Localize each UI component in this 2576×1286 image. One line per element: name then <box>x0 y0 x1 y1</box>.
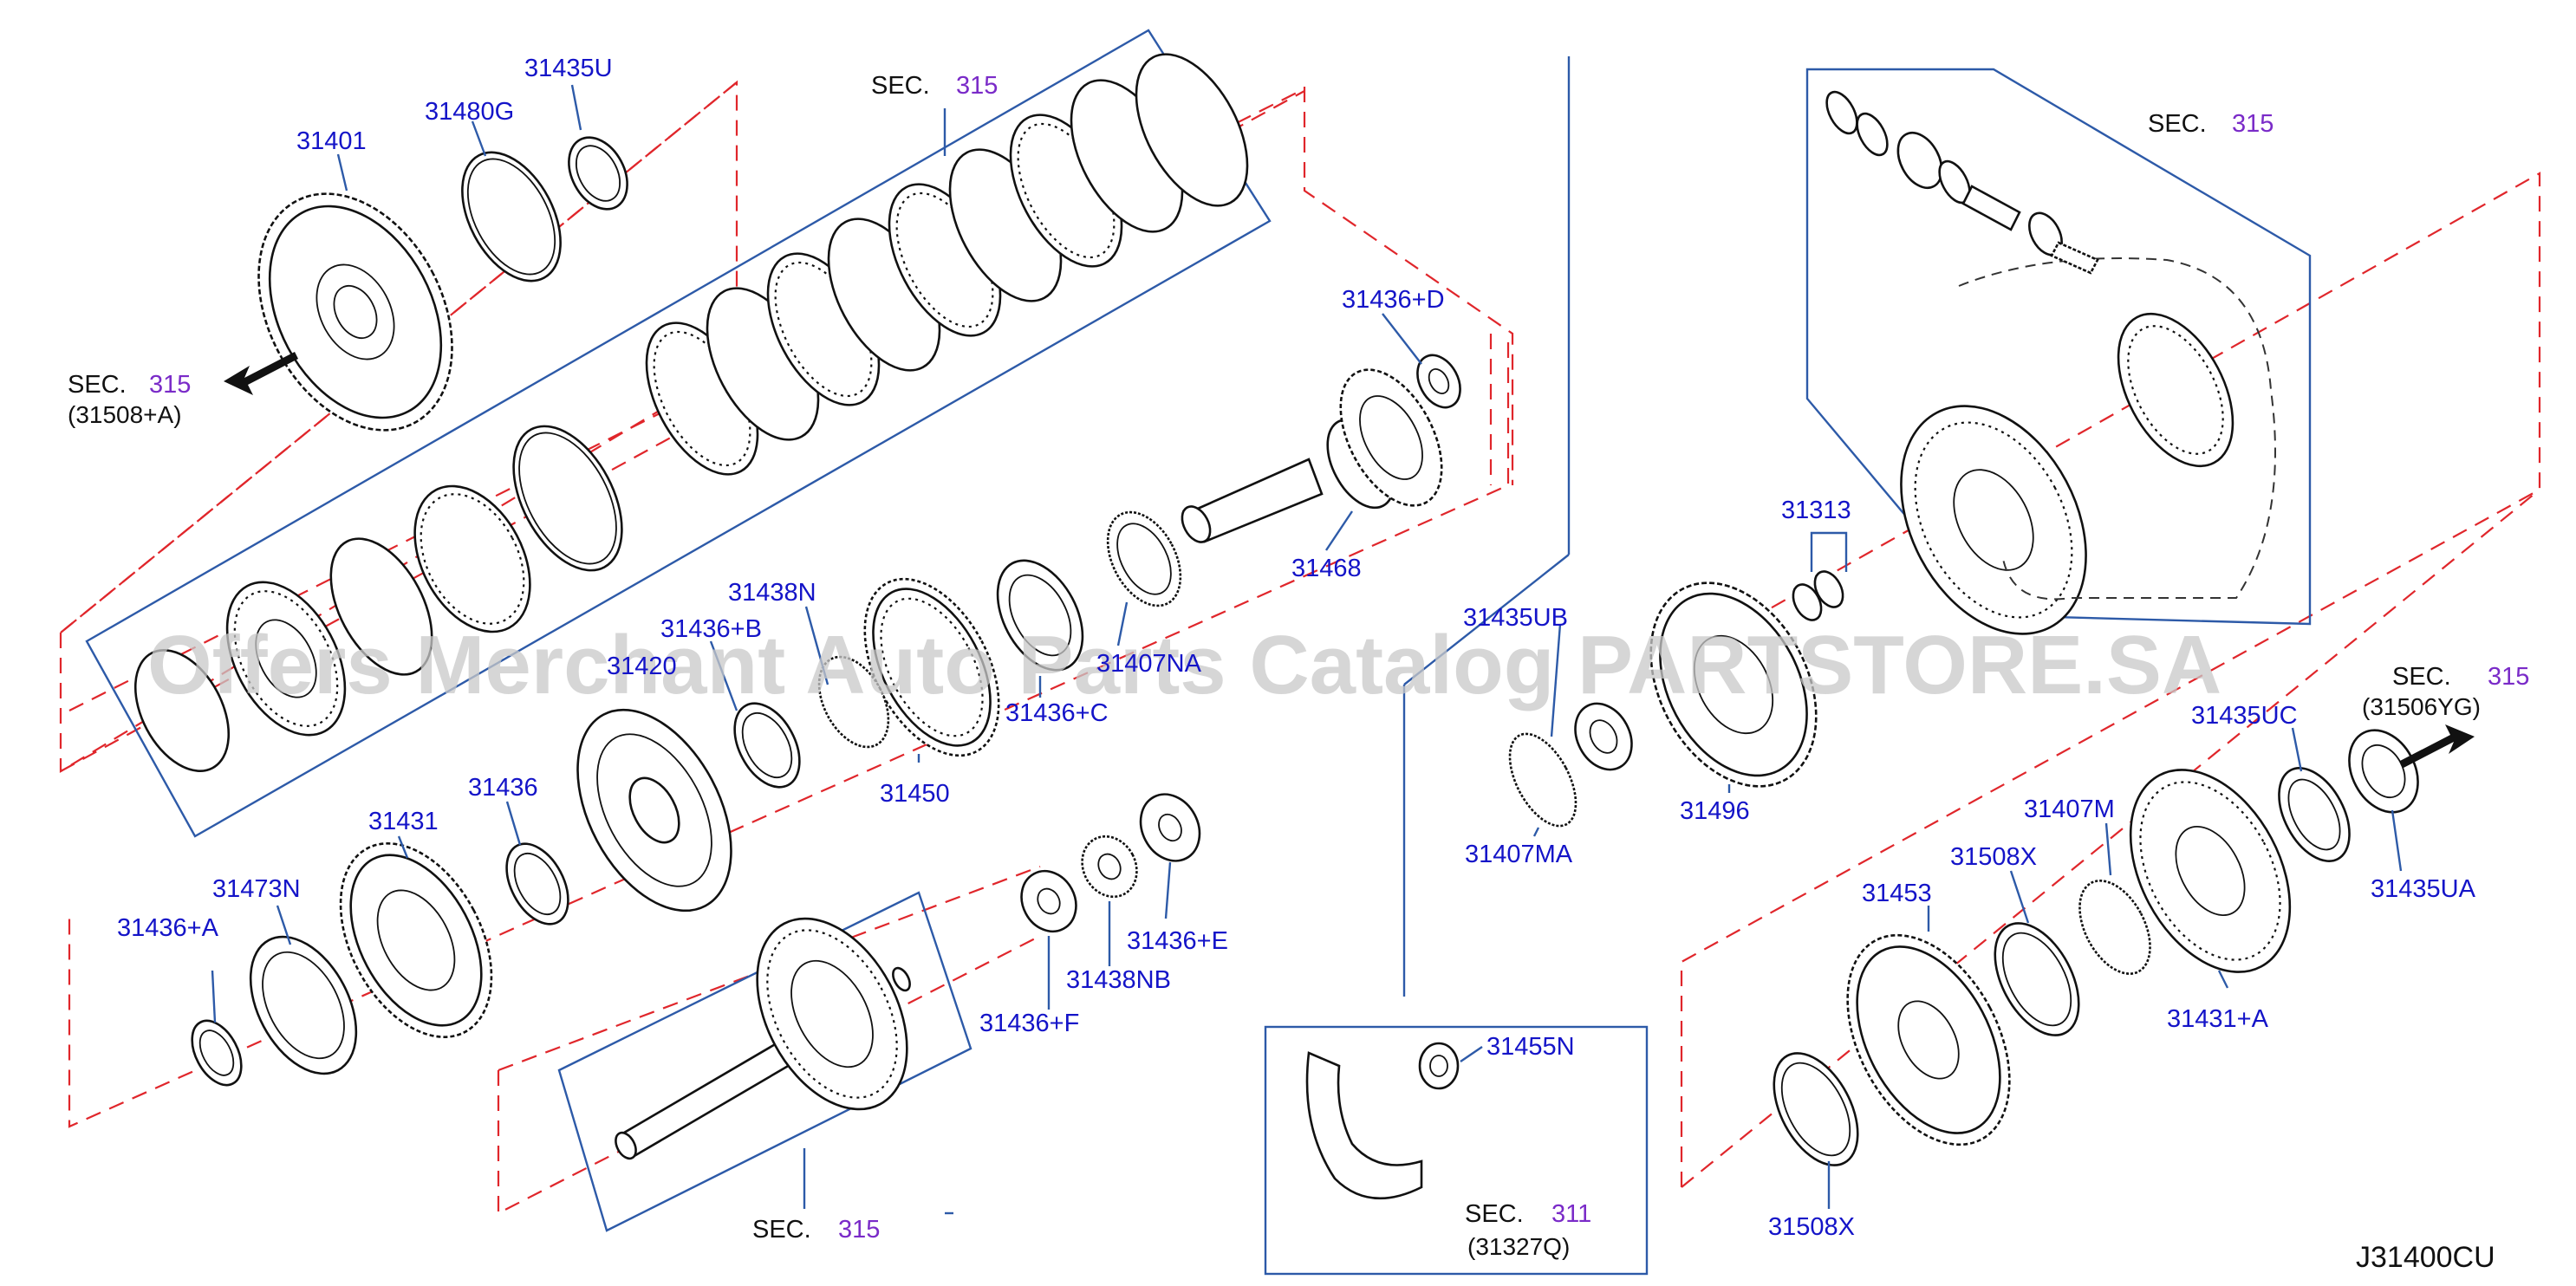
section-ref-label[interactable]: SEC. <box>2148 110 2207 138</box>
part-label[interactable]: 31468 <box>1291 555 1362 582</box>
part-label[interactable]: 31455N <box>1486 1033 1575 1061</box>
part-label[interactable]: 31407MA <box>1465 841 1573 868</box>
section-ref-code: (31506YG) <box>2362 693 2481 720</box>
retainer-plate <box>413 484 531 633</box>
part-label[interactable]: 31435U <box>524 55 613 82</box>
part-label[interactable]: 31401 <box>296 127 367 155</box>
gear-31431 <box>339 842 493 1038</box>
gear-31401 <box>257 192 453 432</box>
section-ref-label[interactable]: SEC. <box>1465 1200 1524 1228</box>
part-label[interactable]: 31438N <box>728 579 816 607</box>
part-label[interactable]: 31435UB <box>1463 604 1568 632</box>
section-ref-code: (31508+A) <box>68 401 182 428</box>
part-label[interactable]: 31453 <box>1862 880 1932 907</box>
bearing-31473N <box>249 935 358 1075</box>
drum-left <box>225 581 347 737</box>
ring-gear-31450 <box>863 577 1000 757</box>
part-label[interactable]: 31431+A <box>2167 1005 2269 1033</box>
part-label[interactable]: 31420 <box>607 653 677 680</box>
part-label[interactable]: 31436+D <box>1342 286 1445 314</box>
part-label[interactable]: 31407NA <box>1096 650 1202 678</box>
section-ref-label[interactable]: SEC. <box>871 72 930 100</box>
section-ref-number[interactable]: 311 <box>1551 1200 1591 1228</box>
part-label[interactable]: 31436+A <box>117 914 219 942</box>
bracket-sec311 <box>1305 1042 1460 1200</box>
part-label[interactable]: 31450 <box>880 780 950 808</box>
part-label[interactable]: 31473N <box>212 875 301 903</box>
part-label[interactable]: 31407M <box>2024 796 2115 823</box>
input-shaft-drum <box>615 917 908 1160</box>
section-ref-label[interactable]: SEC. <box>68 371 127 399</box>
section-ref-number[interactable]: 315 <box>149 371 191 399</box>
component-drawings <box>133 53 2475 1200</box>
section-ref-number[interactable]: 315 <box>2232 110 2274 138</box>
part-label[interactable]: 31496 <box>1680 797 1750 825</box>
diff-gear-31496 <box>1649 581 1818 788</box>
diagram-code: J31400CU <box>2356 1241 2495 1274</box>
part-label[interactable]: 31436 <box>468 774 538 802</box>
section-ref-number[interactable]: 315 <box>956 72 998 100</box>
section-references: SEC. 315 (31508+A) SEC. 315 SEC. 315 SEC… <box>68 72 2529 1260</box>
leader-lines <box>211 84 2403 1215</box>
section-ref-label[interactable]: SEC. <box>752 1216 811 1244</box>
shaft-31468 <box>1181 368 1443 543</box>
section-ref-number[interactable]: 315 <box>2488 663 2529 691</box>
part-label[interactable]: 31436+F <box>979 1010 1079 1037</box>
part-label[interactable]: 31508X <box>1950 843 2037 871</box>
section-ref-number[interactable]: 315 <box>838 1216 880 1244</box>
drum-31431A <box>2129 769 2292 973</box>
part-label[interactable]: 31438NB <box>1066 966 1171 994</box>
clutch-pack <box>645 53 1249 476</box>
part-label[interactable]: 31436+C <box>1005 699 1109 727</box>
part-label[interactable]: 31435UC <box>2191 702 2298 730</box>
part-label[interactable]: 31431 <box>368 808 439 835</box>
part-label[interactable]: 31435UA <box>2371 875 2476 903</box>
section-frames <box>85 29 2312 1276</box>
part-label[interactable]: 31508X <box>1768 1213 1855 1241</box>
part-label[interactable]: 31480G <box>425 98 514 126</box>
part-labels: 31401 31480G 31435U 31436+D 31468 31438N… <box>117 55 2476 1241</box>
watermark: Offers Merchant Auto Parts Catalog PARTS… <box>147 619 2221 711</box>
carrier-31453 <box>1846 933 2011 1146</box>
planet-carrier-31420 <box>576 708 732 913</box>
part-label[interactable]: 31436+E <box>1127 927 1228 955</box>
part-label[interactable]: 31313 <box>1781 497 1851 524</box>
section-ref-label[interactable]: SEC. <box>2392 663 2451 691</box>
section-ref-code: (31327Q) <box>1467 1233 1570 1260</box>
part-label[interactable]: 31436+B <box>660 615 762 643</box>
